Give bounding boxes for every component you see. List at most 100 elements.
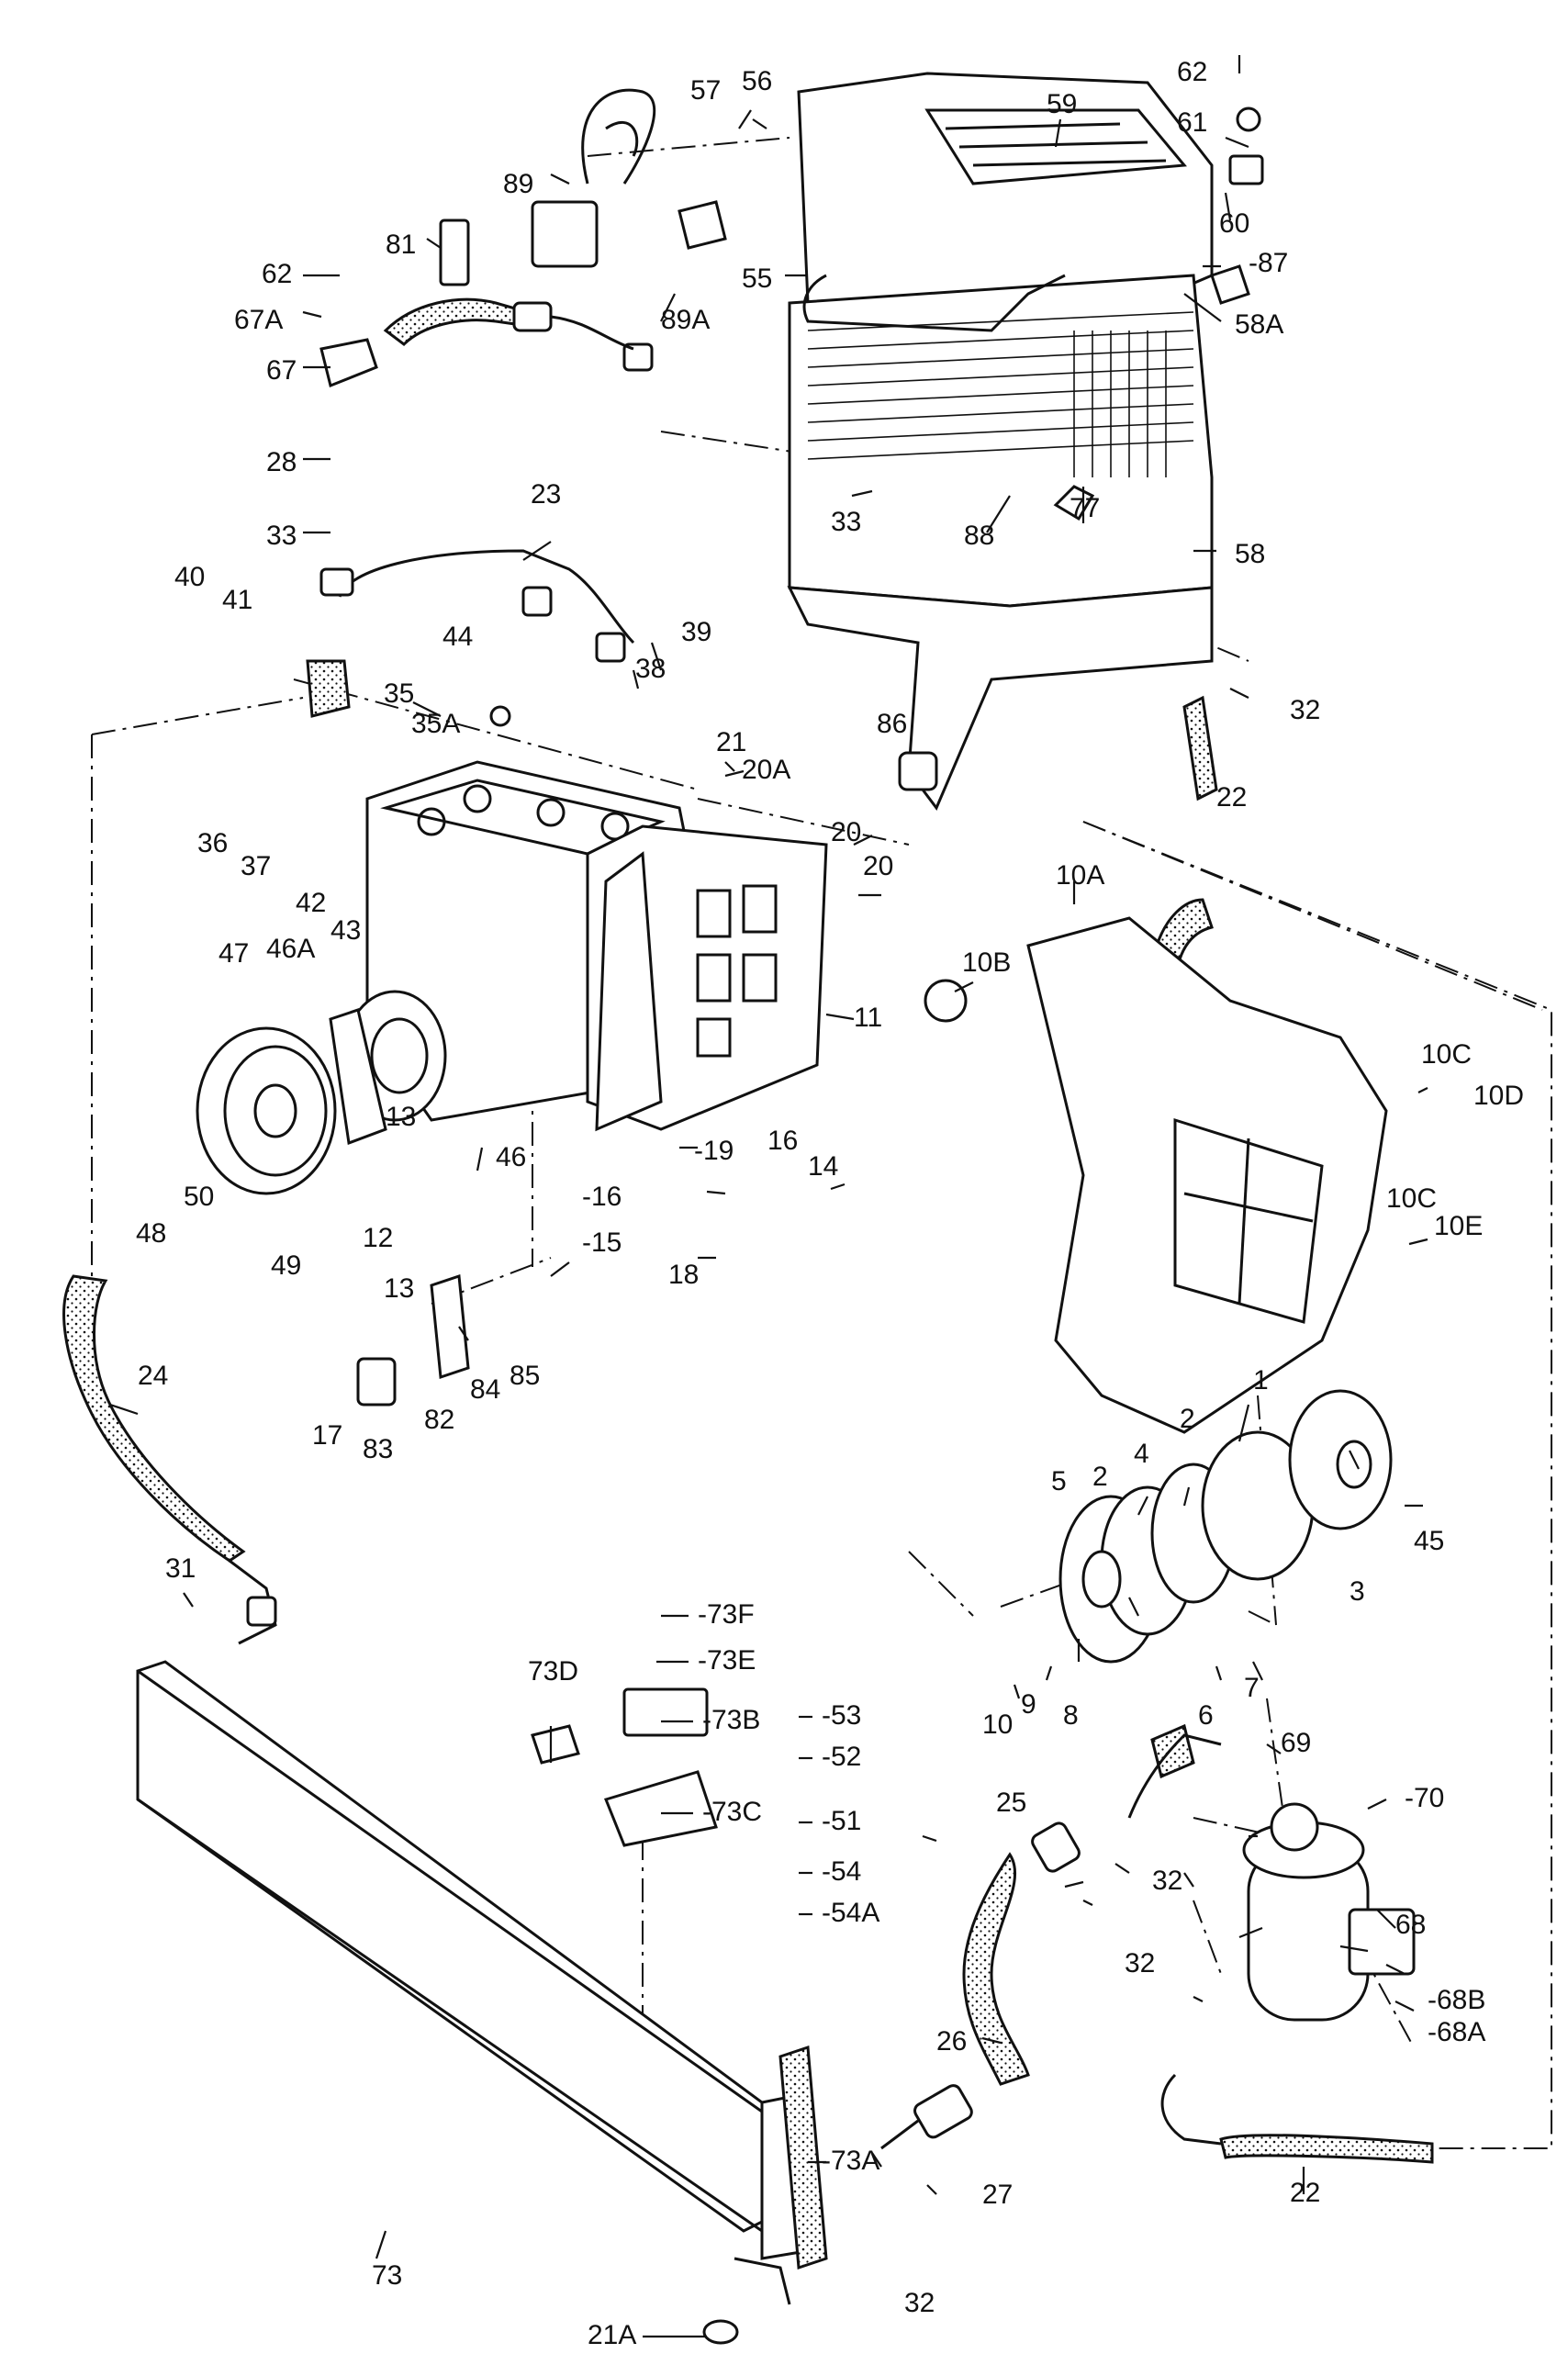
callout-32b: 32	[1125, 1948, 1155, 1978]
callout-67A: 67A	[234, 305, 283, 335]
callout-44: 44	[442, 622, 473, 652]
callout-82: 82	[424, 1405, 454, 1435]
callout-32a: 32	[1152, 1866, 1182, 1896]
callout-49: 49	[271, 1250, 301, 1281]
callout-21: 21	[716, 727, 746, 757]
callout-86: 86	[877, 709, 907, 739]
pulley-assembly	[1058, 1389, 1393, 1664]
callout-73A: -73A	[822, 2146, 879, 2176]
compressor-assembly	[196, 760, 828, 1195]
callout-37: 37	[241, 851, 271, 881]
callout-40: 40	[174, 562, 205, 592]
callout-55: 55	[742, 263, 772, 294]
callout-58: 58	[1235, 539, 1265, 569]
callout-20b: 20	[863, 851, 893, 881]
callout-13a: 13	[386, 1102, 416, 1132]
callout-89A: 89A	[661, 305, 710, 335]
callout-73E: -73E	[698, 1645, 756, 1676]
callout-26: 26	[936, 2026, 967, 2057]
callout-43: 43	[330, 915, 361, 946]
callout-42: 42	[296, 888, 326, 918]
callout-21A: 21A	[588, 2320, 636, 2350]
condenser	[136, 1660, 828, 2345]
callout-11: 11	[854, 1003, 882, 1033]
callout-23: 23	[531, 479, 561, 510]
callout-16a: 16	[767, 1126, 798, 1156]
callout-33b: 33	[831, 507, 861, 537]
callout-10C-b: 10C	[1386, 1183, 1437, 1214]
callout-56: 56	[742, 66, 772, 96]
callout-35: 35	[384, 678, 414, 709]
callout-10D: 10D	[1473, 1081, 1524, 1111]
refrigerant-lines	[62, 297, 1434, 2164]
callout-22a: 22	[1216, 782, 1247, 813]
callout-28: 28	[266, 447, 297, 477]
callout-81: 81	[386, 230, 416, 260]
evaporator-housing	[787, 72, 1214, 811]
callout-38: 38	[635, 654, 666, 684]
callout-10C-a: 10C	[1421, 1039, 1472, 1070]
callout-41: 41	[222, 585, 252, 615]
callout-73F: -73F	[698, 1599, 755, 1630]
callout-24: 24	[138, 1361, 168, 1391]
callout-89: 89	[503, 169, 533, 199]
callout-32c: 32	[1290, 695, 1320, 725]
callout-8: 8	[1063, 1700, 1079, 1731]
callout-50: 50	[184, 1182, 214, 1212]
callout-73D: 73D	[528, 1656, 578, 1687]
callout-48: 48	[136, 1218, 166, 1249]
callout-20A: 20A	[742, 755, 790, 785]
callout-69: 69	[1281, 1728, 1311, 1758]
callout-25: 25	[996, 1788, 1026, 1818]
callout-39: 39	[681, 617, 711, 647]
callout-31: 31	[165, 1553, 196, 1584]
mounting-bracket	[924, 916, 1388, 1434]
callout-5: 5	[1051, 1466, 1067, 1496]
callout-58A: 58A	[1235, 309, 1283, 340]
callout-12: 12	[363, 1223, 393, 1253]
callout-17: 17	[312, 1420, 342, 1451]
callout-36: 36	[197, 828, 228, 858]
callout-7: 7	[1244, 1673, 1260, 1703]
callout-18: 18	[668, 1260, 699, 1290]
callout-leaders	[109, 55, 1428, 2338]
callout-62a: 62	[1177, 57, 1207, 87]
callout-20a: 20	[831, 817, 861, 847]
callout-54A: -54A	[822, 1898, 879, 1928]
callout-10: 10	[982, 1709, 1013, 1740]
callout-62b: 62	[262, 259, 292, 289]
callout-14: 14	[808, 1151, 838, 1182]
callout-32d: 32	[904, 2288, 935, 2318]
callout-10E: 10E	[1434, 1211, 1483, 1241]
callout-47: 47	[218, 938, 249, 969]
callout-15: -15	[582, 1227, 622, 1258]
callout-73: 73	[372, 2260, 402, 2291]
callout-68A: -68A	[1428, 2017, 1485, 2047]
callout-45: 45	[1414, 1526, 1444, 1556]
callout-67: 67	[266, 355, 297, 386]
callout-35A: 35A	[411, 709, 460, 739]
receiver-drier	[1242, 1802, 1416, 2022]
callout-33a: 33	[266, 521, 297, 551]
callout-1: 1	[1253, 1365, 1269, 1395]
callout-52: -52	[822, 1742, 861, 1772]
callout-2a: 2	[1180, 1404, 1195, 1434]
callout-46A: 46A	[266, 934, 315, 964]
callout-51: -51	[822, 1806, 861, 1836]
callout-85: 85	[510, 1361, 540, 1391]
small-parts	[319, 88, 1264, 1847]
callout-68B: -68B	[1428, 1985, 1485, 2015]
callout-87: -87	[1249, 248, 1288, 278]
callout-70: -70	[1405, 1783, 1444, 1813]
callout-54: -54	[822, 1856, 861, 1887]
callout-73B: -73B	[702, 1705, 760, 1735]
callout-2b: 2	[1092, 1462, 1108, 1492]
callout-83: 83	[363, 1434, 393, 1464]
callout-88: 88	[964, 521, 994, 551]
callout-labels: 56 57 59 62 61 60 -87 58A 89 81 89A 55 6…	[136, 57, 1524, 2350]
callout-10B: 10B	[962, 947, 1011, 978]
callout-22b: 22	[1290, 2178, 1320, 2208]
callout-61: 61	[1177, 107, 1207, 138]
callout-46: 46	[496, 1142, 526, 1172]
